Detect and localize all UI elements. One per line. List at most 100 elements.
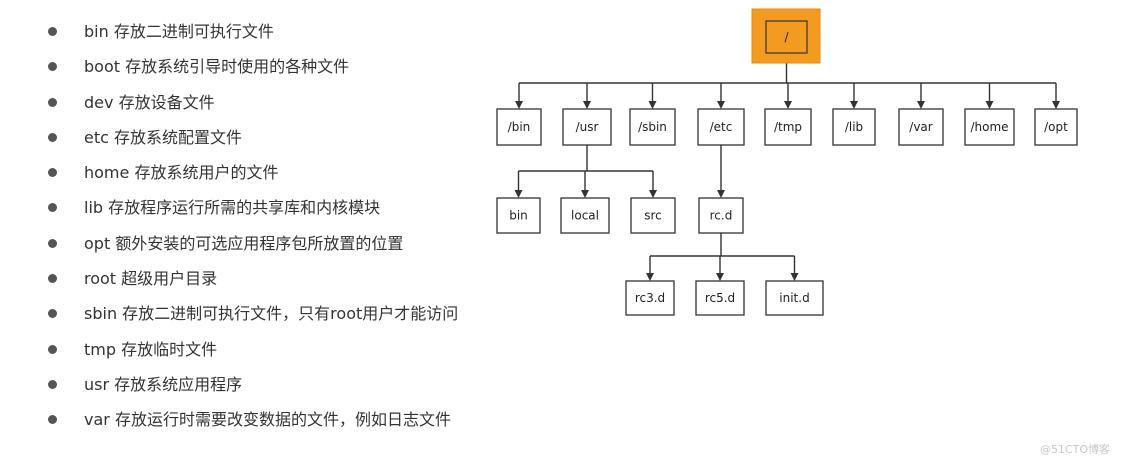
list-item: sbin 存放二进制可执行文件，只有root用户才能访问: [48, 296, 458, 331]
list-item: dev 存放设备文件: [48, 85, 458, 120]
arrow-down-icon: [784, 101, 792, 109]
arrow-down-icon: [583, 101, 591, 109]
directory-description: 超级用户目录: [121, 269, 218, 289]
tree-edges: [514, 53, 1060, 281]
node-bin: /bin: [496, 108, 542, 146]
list-item: home 存放系统用户的文件: [48, 155, 458, 190]
bullet-dot-icon: [48, 309, 57, 319]
node-usr-local: local: [560, 197, 610, 234]
list-item: lib 存放程序运行所需的共享库和内核模块: [48, 190, 458, 225]
list-item: root 超级用户目录: [48, 261, 458, 296]
arrow-down-icon: [646, 273, 654, 281]
node-opt: /opt: [1034, 108, 1078, 146]
node-label: src: [644, 209, 662, 223]
node-label: rc5.d: [705, 291, 735, 305]
root-inner-box: [765, 20, 808, 54]
usr-children-nodes: bin local src: [496, 197, 676, 234]
arrow-down-icon: [985, 101, 994, 109]
node-label: bin: [509, 209, 528, 223]
node-etc-rcd: rc.d: [698, 197, 744, 234]
bullet-dot-icon: [48, 203, 57, 213]
node-usr-src: src: [630, 197, 676, 234]
arrow-down-icon: [917, 101, 925, 109]
node-label: /home: [970, 120, 1008, 134]
arrow-down-icon: [515, 101, 523, 109]
bullet-dot-icon: [48, 168, 57, 178]
directory-name: home: [84, 163, 130, 183]
list-item: var 存放运行时需要改变数据的文件，例如日志文件: [48, 402, 458, 437]
arrow-down-icon: [717, 190, 725, 198]
bullet-dot-icon: [48, 132, 57, 142]
bullet-dot-icon: [48, 238, 57, 248]
node-label: /sbin: [638, 120, 667, 134]
node-home: /home: [964, 108, 1015, 146]
directory-name: bin: [84, 22, 109, 41]
node-label: /opt: [1044, 120, 1068, 134]
root-highlight-box: [751, 8, 821, 64]
etc-children-nodes: rc.d: [698, 197, 744, 234]
directory-description: 存放临时文件: [121, 339, 218, 359]
list-item: tmp 存放临时文件: [48, 332, 458, 367]
directory-name: opt: [84, 233, 111, 253]
directory-name: lib: [84, 198, 104, 218]
node-tmp: /tmp: [764, 108, 812, 146]
node-label: /usr: [576, 120, 599, 134]
node-etc: /etc: [697, 108, 745, 146]
node-label: rc3.d: [635, 291, 665, 305]
node-usr: /usr: [562, 108, 612, 146]
list-item: etc 存放系统配置文件: [48, 120, 458, 155]
node-label: /tmp: [774, 120, 802, 134]
directory-description: 存放系统配置文件: [114, 127, 243, 147]
directory-name: usr: [84, 374, 110, 394]
node-var: /var: [898, 108, 944, 146]
arrow-down-icon: [1052, 101, 1060, 109]
arrow-down-icon: [649, 190, 657, 198]
directory-name: root: [84, 269, 117, 289]
node-label: /bin: [508, 120, 531, 134]
arrow-down-icon: [581, 190, 589, 198]
arrow-down-icon: [717, 101, 725, 109]
directory-description: 存放系统用户的文件: [134, 163, 279, 183]
node-usr-bin: bin: [496, 197, 541, 234]
node-label: /lib: [845, 120, 863, 134]
bullet-dot-icon: [48, 415, 57, 425]
bullet-dot-icon: [48, 344, 57, 354]
node-label: init.d: [779, 291, 809, 305]
arrow-down-icon: [850, 101, 858, 109]
list-item: usr 存放系统应用程序: [48, 367, 458, 402]
tree-root-node: /: [751, 8, 821, 64]
directory-name: dev: [84, 92, 114, 112]
bullet-dot-icon: [48, 97, 57, 107]
arrow-down-icon: [716, 273, 724, 281]
node-sbin: /sbin: [629, 108, 676, 146]
list-item: boot 存放系统引导时使用的各种文件: [48, 49, 458, 84]
directory-description: 存放程序运行所需的共享库和内核模块: [108, 198, 381, 218]
bullet-dot-icon: [48, 379, 57, 389]
node-rc3d: rc3.d: [625, 280, 675, 316]
rcd-children-nodes: rc3.d rc5.d init.d: [625, 280, 824, 316]
node-rc5d: rc5.d: [695, 280, 745, 316]
directory-name: boot: [84, 57, 121, 77]
directory-description: 存放二进制可执行文件: [113, 22, 274, 41]
list-item: bin 存放二进制可执行文件: [48, 14, 458, 49]
list-item: opt 额外安装的可选应用程序包所放置的位置: [48, 226, 458, 261]
node-label: /etc: [710, 120, 733, 134]
node-lib: /lib: [832, 108, 876, 146]
arrow-down-icon: [648, 101, 657, 109]
directory-description: 存放运行时需要改变数据的文件，例如日志文件: [114, 410, 451, 430]
arrow-down-icon: [790, 273, 799, 281]
arrow-down-icon: [514, 190, 523, 198]
node-label: /var: [909, 120, 932, 134]
node-label: local: [571, 209, 599, 223]
directory-description: 存放系统应用程序: [114, 374, 243, 394]
root-label: /: [784, 30, 789, 44]
directory-description: 额外安装的可选应用程序包所放置的位置: [115, 233, 404, 253]
directory-description: 存放系统引导时使用的各种文件: [125, 57, 350, 77]
directory-description: 存放设备文件: [118, 92, 215, 112]
bullet-dot-icon: [48, 62, 57, 72]
node-label: rc.d: [710, 209, 733, 223]
node-initd: init.d: [765, 280, 824, 316]
directory-name: tmp: [84, 339, 117, 359]
